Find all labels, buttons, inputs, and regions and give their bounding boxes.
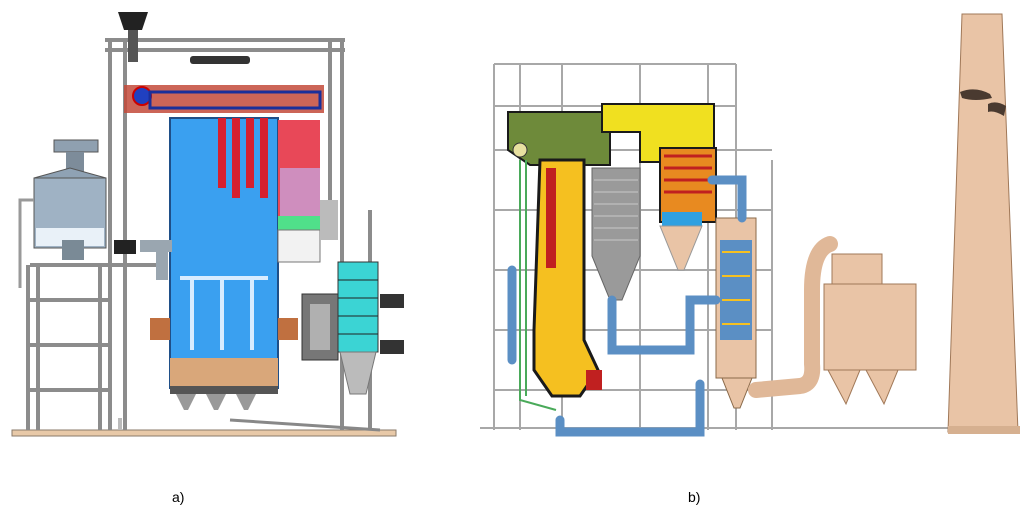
steam-drum bbox=[132, 86, 152, 106]
roof-beam bbox=[190, 56, 250, 64]
caption-b: b) bbox=[688, 489, 700, 505]
green-pipes-b bbox=[519, 160, 557, 411]
caption-a: a) bbox=[172, 489, 184, 505]
windbox-a-r bbox=[278, 318, 298, 340]
ash-hoppers-a bbox=[176, 394, 256, 410]
storage-tank-a bbox=[18, 139, 107, 288]
steam-drum-header-b bbox=[507, 111, 611, 166]
air-duct-a-2 bbox=[380, 340, 404, 354]
ground-pipe-a bbox=[229, 418, 381, 432]
coal-bunker-icon bbox=[118, 12, 148, 30]
grate-a bbox=[170, 386, 278, 394]
economizer-rows bbox=[338, 279, 378, 335]
boiler-plant-b bbox=[480, 13, 1020, 437]
cyclone-inner-a bbox=[310, 304, 330, 350]
superheater-tubes bbox=[218, 118, 268, 198]
air-heater-a bbox=[277, 229, 321, 263]
air-ducts-b bbox=[507, 175, 747, 437]
ash-box-b bbox=[586, 370, 602, 390]
furnace-b bbox=[532, 158, 600, 398]
air-heater-b-hopper bbox=[721, 377, 753, 409]
chimney-b bbox=[947, 13, 1020, 434]
drum-b bbox=[512, 142, 528, 158]
distributor-pipes bbox=[180, 276, 268, 350]
fluidized-bed-a bbox=[170, 358, 278, 386]
feed-nozzle bbox=[114, 240, 136, 254]
fuel-feed-duct-v bbox=[156, 240, 168, 280]
air-heater-b-rows bbox=[722, 251, 750, 325]
economizer-b bbox=[662, 212, 702, 226]
windbox-a bbox=[150, 318, 170, 340]
bunker-chute bbox=[128, 30, 138, 62]
person-figure bbox=[118, 418, 122, 430]
hopper-b bbox=[659, 225, 703, 271]
boiler-plant-a bbox=[11, 12, 404, 437]
flue-duct-a bbox=[320, 200, 338, 240]
superheater-b-rows bbox=[664, 154, 712, 194]
bag-filter-b bbox=[823, 253, 917, 406]
economizer-green-a bbox=[278, 216, 320, 230]
economizer-stack bbox=[337, 261, 379, 353]
air-duct-a bbox=[380, 294, 404, 308]
cyclone-b bbox=[591, 167, 641, 301]
economizer-top bbox=[148, 90, 322, 110]
furnace-red-wall bbox=[546, 168, 556, 268]
cyclone-ribs bbox=[594, 179, 638, 241]
ash-hopper-economizer bbox=[339, 351, 377, 395]
ground-slab-a bbox=[11, 429, 397, 437]
convection-pass bbox=[280, 168, 320, 216]
superheater-b bbox=[659, 147, 717, 223]
flue-duct-b bbox=[748, 236, 838, 398]
